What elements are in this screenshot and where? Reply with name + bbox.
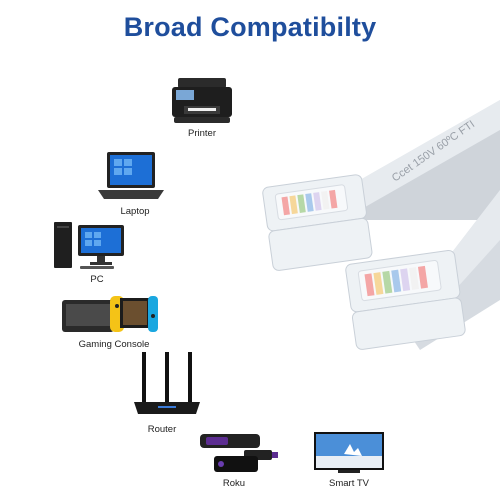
desktop-pc-icon (52, 222, 128, 270)
device-label-printer: Printer (188, 128, 216, 139)
laptop-icon (98, 152, 164, 200)
device-label-router: Router (147, 424, 177, 435)
router-icon (132, 352, 202, 418)
device-label-pc: PC (90, 274, 104, 285)
device-label-smart-tv: Smart TV (329, 478, 369, 489)
printer-icon (170, 78, 234, 124)
device-label-laptop: Laptop (120, 206, 150, 217)
device-label-roku: Roku (222, 478, 246, 489)
device-label-gaming-console: Gaming Console (78, 339, 150, 350)
rj-connector-cable-illustration: Ccet 150V 60ºC FTI (250, 70, 500, 370)
page-title: Broad Compatibilty (123, 12, 377, 42)
tv-icon (314, 432, 384, 476)
game-console-icon (62, 292, 158, 336)
streaming-box-icon (200, 434, 280, 474)
